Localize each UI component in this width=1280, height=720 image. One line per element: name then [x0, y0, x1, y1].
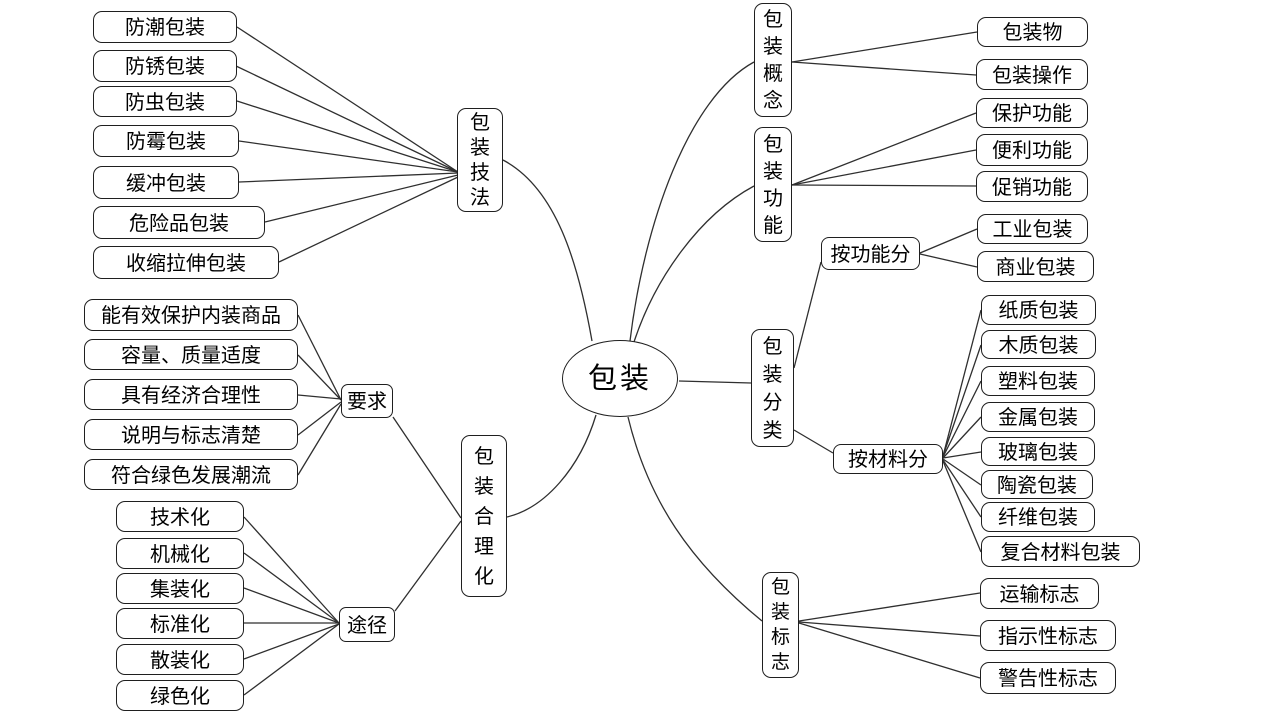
connector-line	[264, 174, 459, 223]
connector-line	[942, 416, 982, 459]
connector-line	[236, 100, 459, 173]
connector-line	[942, 309, 982, 457]
connector-line	[297, 403, 342, 476]
connector-line	[278, 176, 459, 263]
node-requirements[interactable]: 要求	[341, 384, 393, 418]
node-technique-item-4[interactable]: 缓冲包装	[93, 166, 239, 199]
connector-line	[297, 394, 342, 400]
connector-line	[627, 416, 763, 622]
node-rationalization[interactable]: 包装合理化	[461, 435, 507, 597]
connector-line	[236, 26, 459, 173]
node-mark-item-0[interactable]: 运输标志	[980, 578, 1099, 609]
node-function-item-0[interactable]: 保护功能	[976, 98, 1088, 128]
connector-line	[942, 451, 982, 459]
node-approach-item-5[interactable]: 绿色化	[116, 680, 244, 711]
connector-line	[502, 159, 593, 342]
connector-line	[942, 460, 982, 553]
connector-line	[798, 621, 981, 637]
connector-line	[793, 429, 834, 454]
connector-line	[235, 65, 459, 173]
connector-line	[243, 623, 340, 696]
node-approach-item-0[interactable]: 技术化	[116, 501, 244, 532]
connector-line	[394, 520, 462, 612]
connector-line	[633, 185, 755, 343]
node-concept-item-1[interactable]: 包装操作	[976, 59, 1088, 90]
node-root-topic[interactable]: 包装	[562, 340, 678, 417]
node-by-material-item-3[interactable]: 金属包装	[981, 402, 1095, 432]
connector-line	[629, 61, 755, 342]
connector-line	[392, 416, 462, 519]
node-by-material-item-2[interactable]: 塑料包装	[981, 366, 1095, 396]
node-approach-item-1[interactable]: 机械化	[116, 538, 244, 569]
node-classification[interactable]: 包装分类	[751, 329, 794, 447]
node-by-material-item-6[interactable]: 纤维包装	[981, 502, 1095, 532]
node-approach-item-3[interactable]: 标准化	[116, 608, 244, 639]
node-requirement-item-2[interactable]: 具有经济合理性	[84, 379, 298, 410]
connector-line	[791, 149, 977, 186]
node-marks[interactable]: 包装标志	[762, 572, 799, 678]
connector-line	[791, 61, 977, 76]
connector-line	[243, 516, 340, 624]
node-technique-item-6[interactable]: 收缩拉伸包装	[93, 246, 279, 279]
connector-line	[791, 184, 977, 187]
node-by-function-item-0[interactable]: 工业包装	[977, 214, 1088, 244]
connector-line	[942, 380, 982, 458]
connector-line	[297, 314, 342, 401]
node-technique-item-0[interactable]: 防潮包装	[93, 11, 237, 43]
node-by-material-item-7[interactable]: 复合材料包装	[981, 536, 1140, 567]
connector-line	[238, 140, 459, 173]
node-requirement-item-1[interactable]: 容量、质量适度	[84, 339, 298, 370]
node-by-function-item-1[interactable]: 商业包装	[977, 251, 1094, 282]
node-technique-item-3[interactable]: 防霉包装	[93, 125, 239, 157]
node-by-material-item-5[interactable]: 陶瓷包装	[981, 470, 1093, 499]
node-by-material-item-0[interactable]: 纸质包装	[981, 295, 1096, 325]
connector-line	[238, 172, 459, 183]
node-function-item-1[interactable]: 便利功能	[976, 134, 1088, 166]
node-concept[interactable]: 包装概念	[754, 3, 792, 117]
node-requirement-item-3[interactable]: 说明与标志清楚	[84, 419, 298, 450]
connector-line	[798, 592, 981, 622]
node-by-material-item-1[interactable]: 木质包装	[981, 330, 1096, 359]
node-technique-item-1[interactable]: 防锈包装	[93, 50, 237, 82]
node-technique-item-5[interactable]: 危险品包装	[93, 206, 265, 239]
connector-line	[942, 458, 982, 486]
node-by-material-item-4[interactable]: 玻璃包装	[981, 437, 1095, 466]
connector-line	[942, 344, 982, 457]
node-by-function[interactable]: 按功能分	[821, 237, 920, 270]
node-by-material[interactable]: 按材料分	[833, 444, 943, 474]
node-requirement-item-0[interactable]: 能有效保护内装商品	[84, 299, 298, 331]
node-mark-item-2[interactable]: 警告性标志	[980, 662, 1116, 694]
connector-line	[243, 623, 340, 660]
connector-line	[919, 253, 978, 268]
node-requirement-item-4[interactable]: 符合绿色发展潮流	[84, 459, 298, 490]
connector-line	[297, 401, 342, 436]
connector-line	[678, 380, 752, 384]
node-approaches[interactable]: 途径	[339, 607, 395, 642]
connector-line	[243, 552, 340, 624]
node-approach-item-2[interactable]: 集装化	[116, 573, 244, 604]
connector-line	[791, 112, 977, 186]
node-techniques[interactable]: 包装技法	[457, 108, 503, 212]
connector-line	[798, 622, 981, 679]
node-functions[interactable]: 包装功能	[754, 127, 792, 242]
node-technique-item-2[interactable]: 防虫包装	[93, 86, 237, 117]
connector-line	[793, 261, 822, 369]
node-mark-item-1[interactable]: 指示性标志	[980, 620, 1116, 651]
connector-line	[506, 414, 597, 518]
connector-line	[791, 31, 978, 63]
node-concept-item-0[interactable]: 包装物	[977, 17, 1088, 47]
connector-line	[243, 587, 340, 624]
connector-line	[919, 228, 978, 254]
connector-line	[942, 459, 982, 518]
node-function-item-2[interactable]: 促销功能	[976, 171, 1088, 202]
node-approach-item-4[interactable]: 散装化	[116, 644, 244, 675]
connector-line	[297, 354, 342, 401]
